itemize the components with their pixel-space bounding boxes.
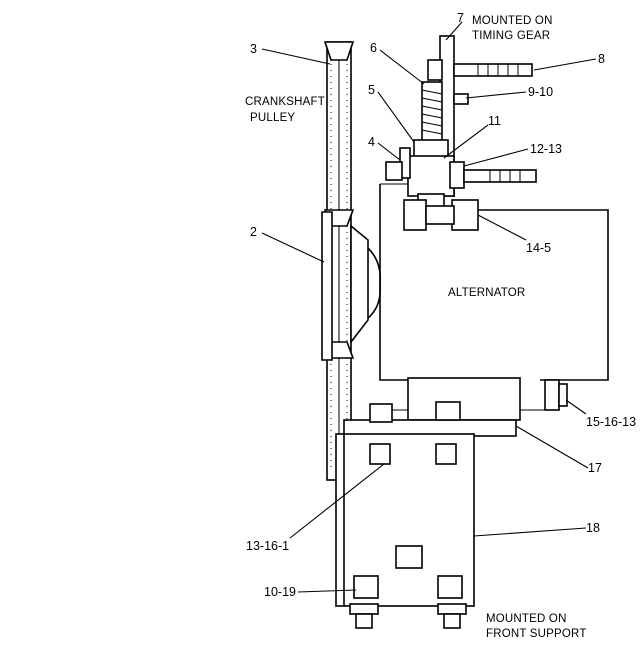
callout-14-5: 14-5: [526, 241, 551, 255]
caption-mounted-on-timing-gear-2: TIMING GEAR: [472, 30, 550, 42]
alternator-body: [379, 183, 609, 421]
callout-7: 7: [457, 11, 464, 25]
caption-mounted-on-timing-gear-1: MOUNTED ON: [472, 15, 553, 27]
callout-2: 2: [250, 225, 257, 239]
caption-alternator: ALTERNATOR: [448, 287, 525, 299]
callout-4: 4: [368, 135, 375, 149]
callout-15-16-13: 15-16-13: [586, 415, 636, 429]
caption-mounted-on-front-support-1: MOUNTED ON: [486, 613, 567, 625]
caption-mounted-on-front-support-2: FRONT SUPPORT: [486, 628, 587, 640]
callout-5: 5: [368, 83, 375, 97]
crankshaft-pulley: [321, 41, 382, 481]
callout-6: 6: [370, 41, 377, 55]
callout-3: 3: [250, 42, 257, 56]
callout-13-16-1: 13-16-1: [246, 539, 289, 553]
caption-crankshaft-pulley-1: CRANKSHAFT: [245, 96, 325, 108]
leader-lines: [261, 21, 597, 593]
callout-18: 18: [586, 521, 600, 535]
adjuster-assembly: [385, 35, 537, 231]
callout-10-19: 10-19: [264, 585, 296, 599]
callout-11: 11: [488, 114, 501, 128]
callout-9-10: 9-10: [528, 85, 553, 99]
caption-crankshaft-pulley-2: PULLEY: [250, 112, 295, 124]
callout-17: 17: [588, 461, 602, 475]
mounting-bracket: [335, 401, 517, 629]
callout-8: 8: [598, 52, 605, 66]
callout-12-13: 12-13: [530, 142, 562, 156]
